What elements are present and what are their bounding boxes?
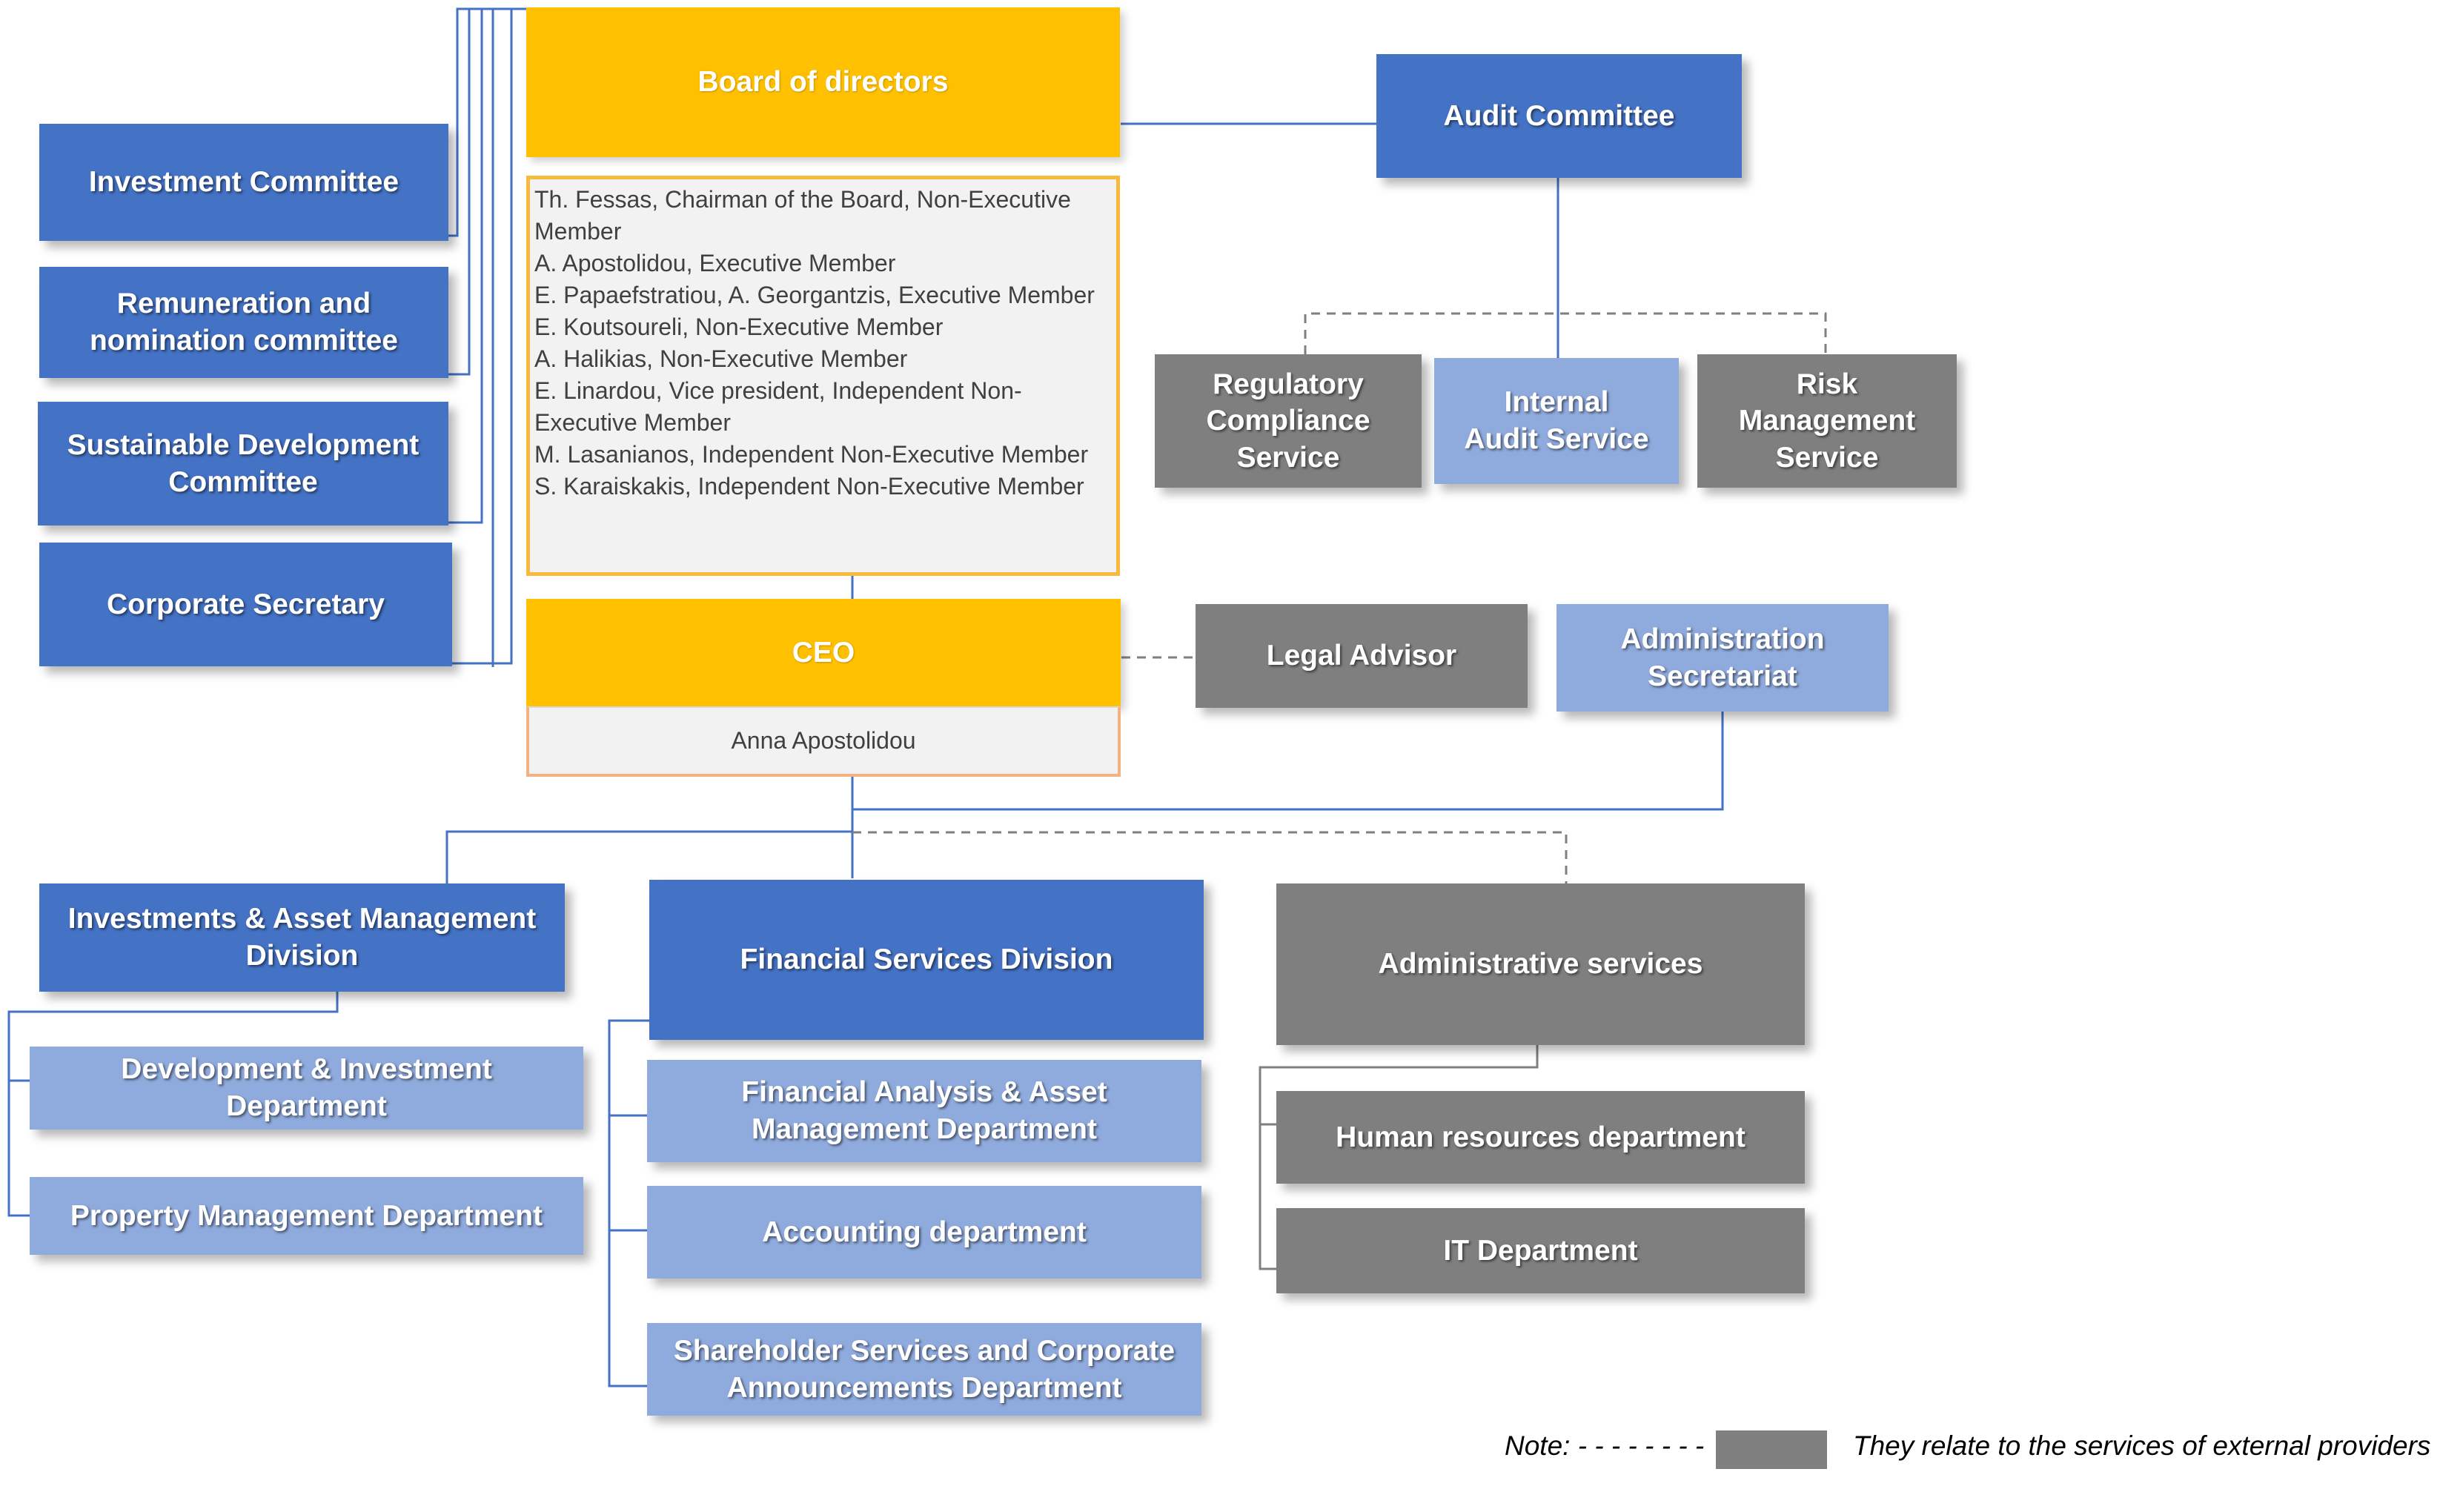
connector-sustainable <box>445 9 483 524</box>
connector-remuneration <box>445 9 471 376</box>
dashed-connector-admin-services <box>852 831 1568 883</box>
property-dept-label: Property Management Department <box>70 1199 543 1232</box>
note-text: They relate to the services of external … <box>1853 1430 2431 1461</box>
external-provider-legend-swatch <box>1716 1430 1827 1469</box>
board-member: E. Linardou, Vice president, Independent… <box>534 377 1022 436</box>
investments-division-line2: Division <box>245 940 359 972</box>
accounting-dept-label: Accounting department <box>762 1216 1087 1248</box>
remuneration-label-line2: nomination committee <box>89 325 399 357</box>
internal-audit-box: Internal Audit Service <box>1434 358 1679 484</box>
regulatory-compliance-box: Regulatory Compliance Service <box>1155 354 1422 488</box>
investment-committee-label: Investment Committee <box>88 166 399 199</box>
financial-services-division-box: Financial Services Division <box>649 880 1204 1040</box>
internal-audit-line1: Internal <box>1504 386 1609 419</box>
board-title: Board of directors <box>697 66 949 99</box>
development-investment-department-box: Development & Investment Department <box>30 1047 583 1130</box>
administrative-services-box: Administrative services <box>1276 883 1805 1045</box>
corporate-secretary-label: Corporate Secretary <box>107 588 385 620</box>
admin-secretariat-line1: Administration <box>1620 623 1825 655</box>
risk-line1: Risk <box>1796 368 1858 400</box>
corporate-secretary-box: Corporate Secretary <box>39 543 452 666</box>
audit-committee-box: Audit Committee <box>1376 54 1742 178</box>
board-member: A. Halikias, Non-Executive Member <box>534 345 908 372</box>
financial-division-label: Financial Services Division <box>740 944 1113 976</box>
connector-admin-depts <box>1259 1045 1539 1270</box>
accounting-department-box: Accounting department <box>647 1186 1201 1279</box>
human-resources-department-box: Human resources department <box>1276 1091 1805 1184</box>
board-members-panel: Th. Fessas, Chairman of the Board, Non-E… <box>526 176 1120 576</box>
dashed-connector-audit-services <box>1304 312 1827 354</box>
connector-admin-secretariat <box>852 712 1724 811</box>
board-of-directors-box: Board of directors <box>526 7 1120 157</box>
administrative-services-label: Administrative services <box>1378 948 1703 981</box>
hr-dept-label: Human resources department <box>1336 1121 1745 1153</box>
risk-line2: Management <box>1738 405 1916 437</box>
connector-investments-depts <box>7 992 339 1217</box>
legal-advisor-label: Legal Advisor <box>1266 640 1457 672</box>
internal-audit-line2: Audit Service <box>1464 423 1649 455</box>
remuneration-committee-box: Remuneration and nomination committee <box>39 267 448 378</box>
regulatory-line1: Regulatory <box>1213 368 1364 400</box>
connector-to-investments <box>445 830 852 883</box>
property-management-department-box: Property Management Department <box>30 1177 583 1255</box>
connector-investment-committee <box>445 7 526 237</box>
fa-dept-line1: Financial Analysis & Asset <box>741 1076 1107 1109</box>
administration-secretariat-box: Administration Secretariat <box>1556 604 1889 712</box>
board-member: S. Karaiskakis, Independent Non-Executiv… <box>534 473 1084 500</box>
regulatory-line3: Service <box>1236 441 1340 474</box>
risk-line3: Service <box>1775 441 1879 474</box>
risk-management-box: Risk Management Service <box>1697 354 1957 488</box>
investments-division-line1: Investments & Asset Management <box>67 903 537 935</box>
investment-committee-box: Investment Committee <box>39 124 448 241</box>
ceo-name-panel: Anna Apostolidou <box>526 706 1121 777</box>
connector-corporate-secretary <box>451 9 513 665</box>
sustainable-label-line1: Sustainable Development <box>67 428 420 461</box>
ceo-box: CEO <box>526 599 1121 706</box>
fa-dept-line2: Management Department <box>752 1113 1097 1145</box>
legal-advisor-box: Legal Advisor <box>1196 604 1528 708</box>
ceo-title: CEO <box>792 636 855 669</box>
sustainable-development-committee-box: Sustainable Development Committee <box>38 402 448 525</box>
shareholder-dept-line2: Announcements Department <box>726 1371 1122 1404</box>
admin-secretariat-line2: Secretariat <box>1648 660 1797 692</box>
shareholder-dept-line1: Shareholder Services and Corporate <box>673 1334 1176 1367</box>
it-dept-label: IT Department <box>1443 1234 1638 1267</box>
board-member: M. Lasanianos, Independent Non-Executive… <box>534 441 1089 468</box>
regulatory-line2: Compliance <box>1206 405 1370 437</box>
board-member: E. Koutsoureli, Non-Executive Member <box>534 314 944 340</box>
board-member: A. Apostolidou, Executive Member <box>534 250 896 276</box>
it-department-box: IT Department <box>1276 1208 1805 1293</box>
dev-dept-line1: Development & Investment <box>121 1053 492 1086</box>
remuneration-label-line1: Remuneration and <box>116 288 371 320</box>
shareholder-services-department-box: Shareholder Services and Corporate Annou… <box>647 1323 1201 1416</box>
financial-analysis-department-box: Financial Analysis & Asset Management De… <box>647 1060 1201 1162</box>
note-label: Note: - - - - - - - - <box>1505 1430 1705 1461</box>
investments-division-box: Investments & Asset Management Division <box>39 883 565 992</box>
audit-committee-label: Audit Committee <box>1443 99 1675 132</box>
ceo-name: Anna Apostolidou <box>731 727 916 754</box>
board-member: Th. Fessas, Chairman of the Board, Non-E… <box>534 186 1071 245</box>
sustainable-label-line2: Committee <box>168 465 318 498</box>
dev-dept-line2: Department <box>226 1090 387 1122</box>
board-member: E. Papaefstratiou, A. Georgantzis, Execu… <box>534 282 1095 308</box>
connector-financial-depts <box>608 1019 649 1387</box>
